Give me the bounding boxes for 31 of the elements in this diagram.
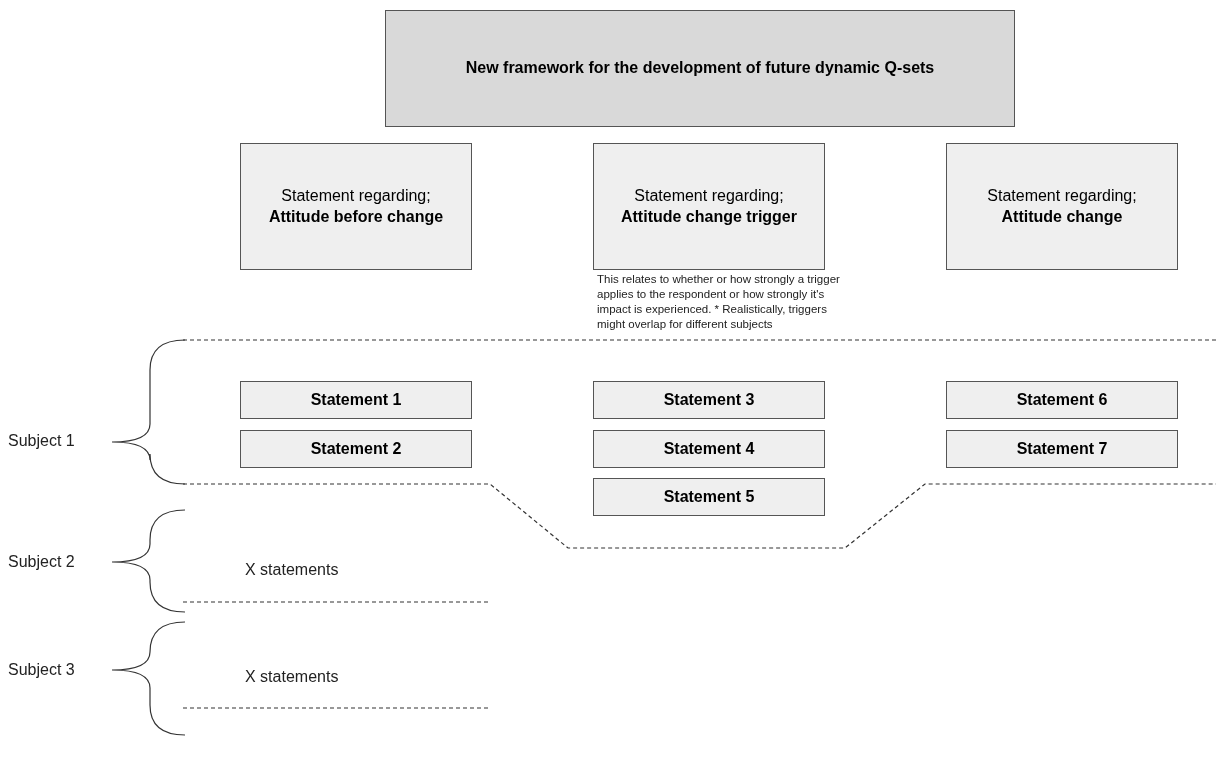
box-label: Attitude before change xyxy=(267,206,445,227)
box-label: Statement 6 xyxy=(1015,389,1109,410)
subject-label: Subject 1 xyxy=(8,431,75,451)
category-box xyxy=(240,143,472,270)
box-label: Statement 2 xyxy=(309,438,403,459)
subject-label: Subject 2 xyxy=(8,552,75,572)
box-label: Statement 7 xyxy=(1015,438,1109,459)
statement-box xyxy=(593,430,825,468)
box-label: Attitude change trigger xyxy=(620,206,798,227)
subject-label: Subject 3 xyxy=(8,660,75,680)
box-label: Attitude change xyxy=(1000,206,1124,227)
statement-box xyxy=(240,430,472,468)
statement-box xyxy=(593,478,825,516)
box-heading: Statement regarding; xyxy=(986,185,1138,206)
category-box xyxy=(946,143,1178,270)
category-box xyxy=(593,143,825,270)
placeholder-text: X statements xyxy=(245,667,339,687)
box-label: Statement 5 xyxy=(662,486,756,507)
statement-box xyxy=(240,381,472,419)
box-label: Statement 3 xyxy=(662,389,756,410)
placeholder-text: X statements xyxy=(245,560,339,580)
box-heading: Statement regarding; xyxy=(280,185,432,206)
title-box xyxy=(385,10,1015,127)
box-label: New framework for the development of future dynamic Q-sets xyxy=(464,58,936,79)
statement-box xyxy=(946,430,1178,468)
box-label: Statement 4 xyxy=(662,438,756,459)
note-text: This relates to whether or how strongly a trigger applies to the respondent or how strongly it's impact is experienced. * Realistically, triggers might overlap for different subjects xyxy=(597,272,841,332)
statement-box xyxy=(946,381,1178,419)
box-heading: Statement regarding; xyxy=(633,185,785,206)
box-label: Statement 1 xyxy=(309,389,403,410)
statement-box xyxy=(593,381,825,419)
